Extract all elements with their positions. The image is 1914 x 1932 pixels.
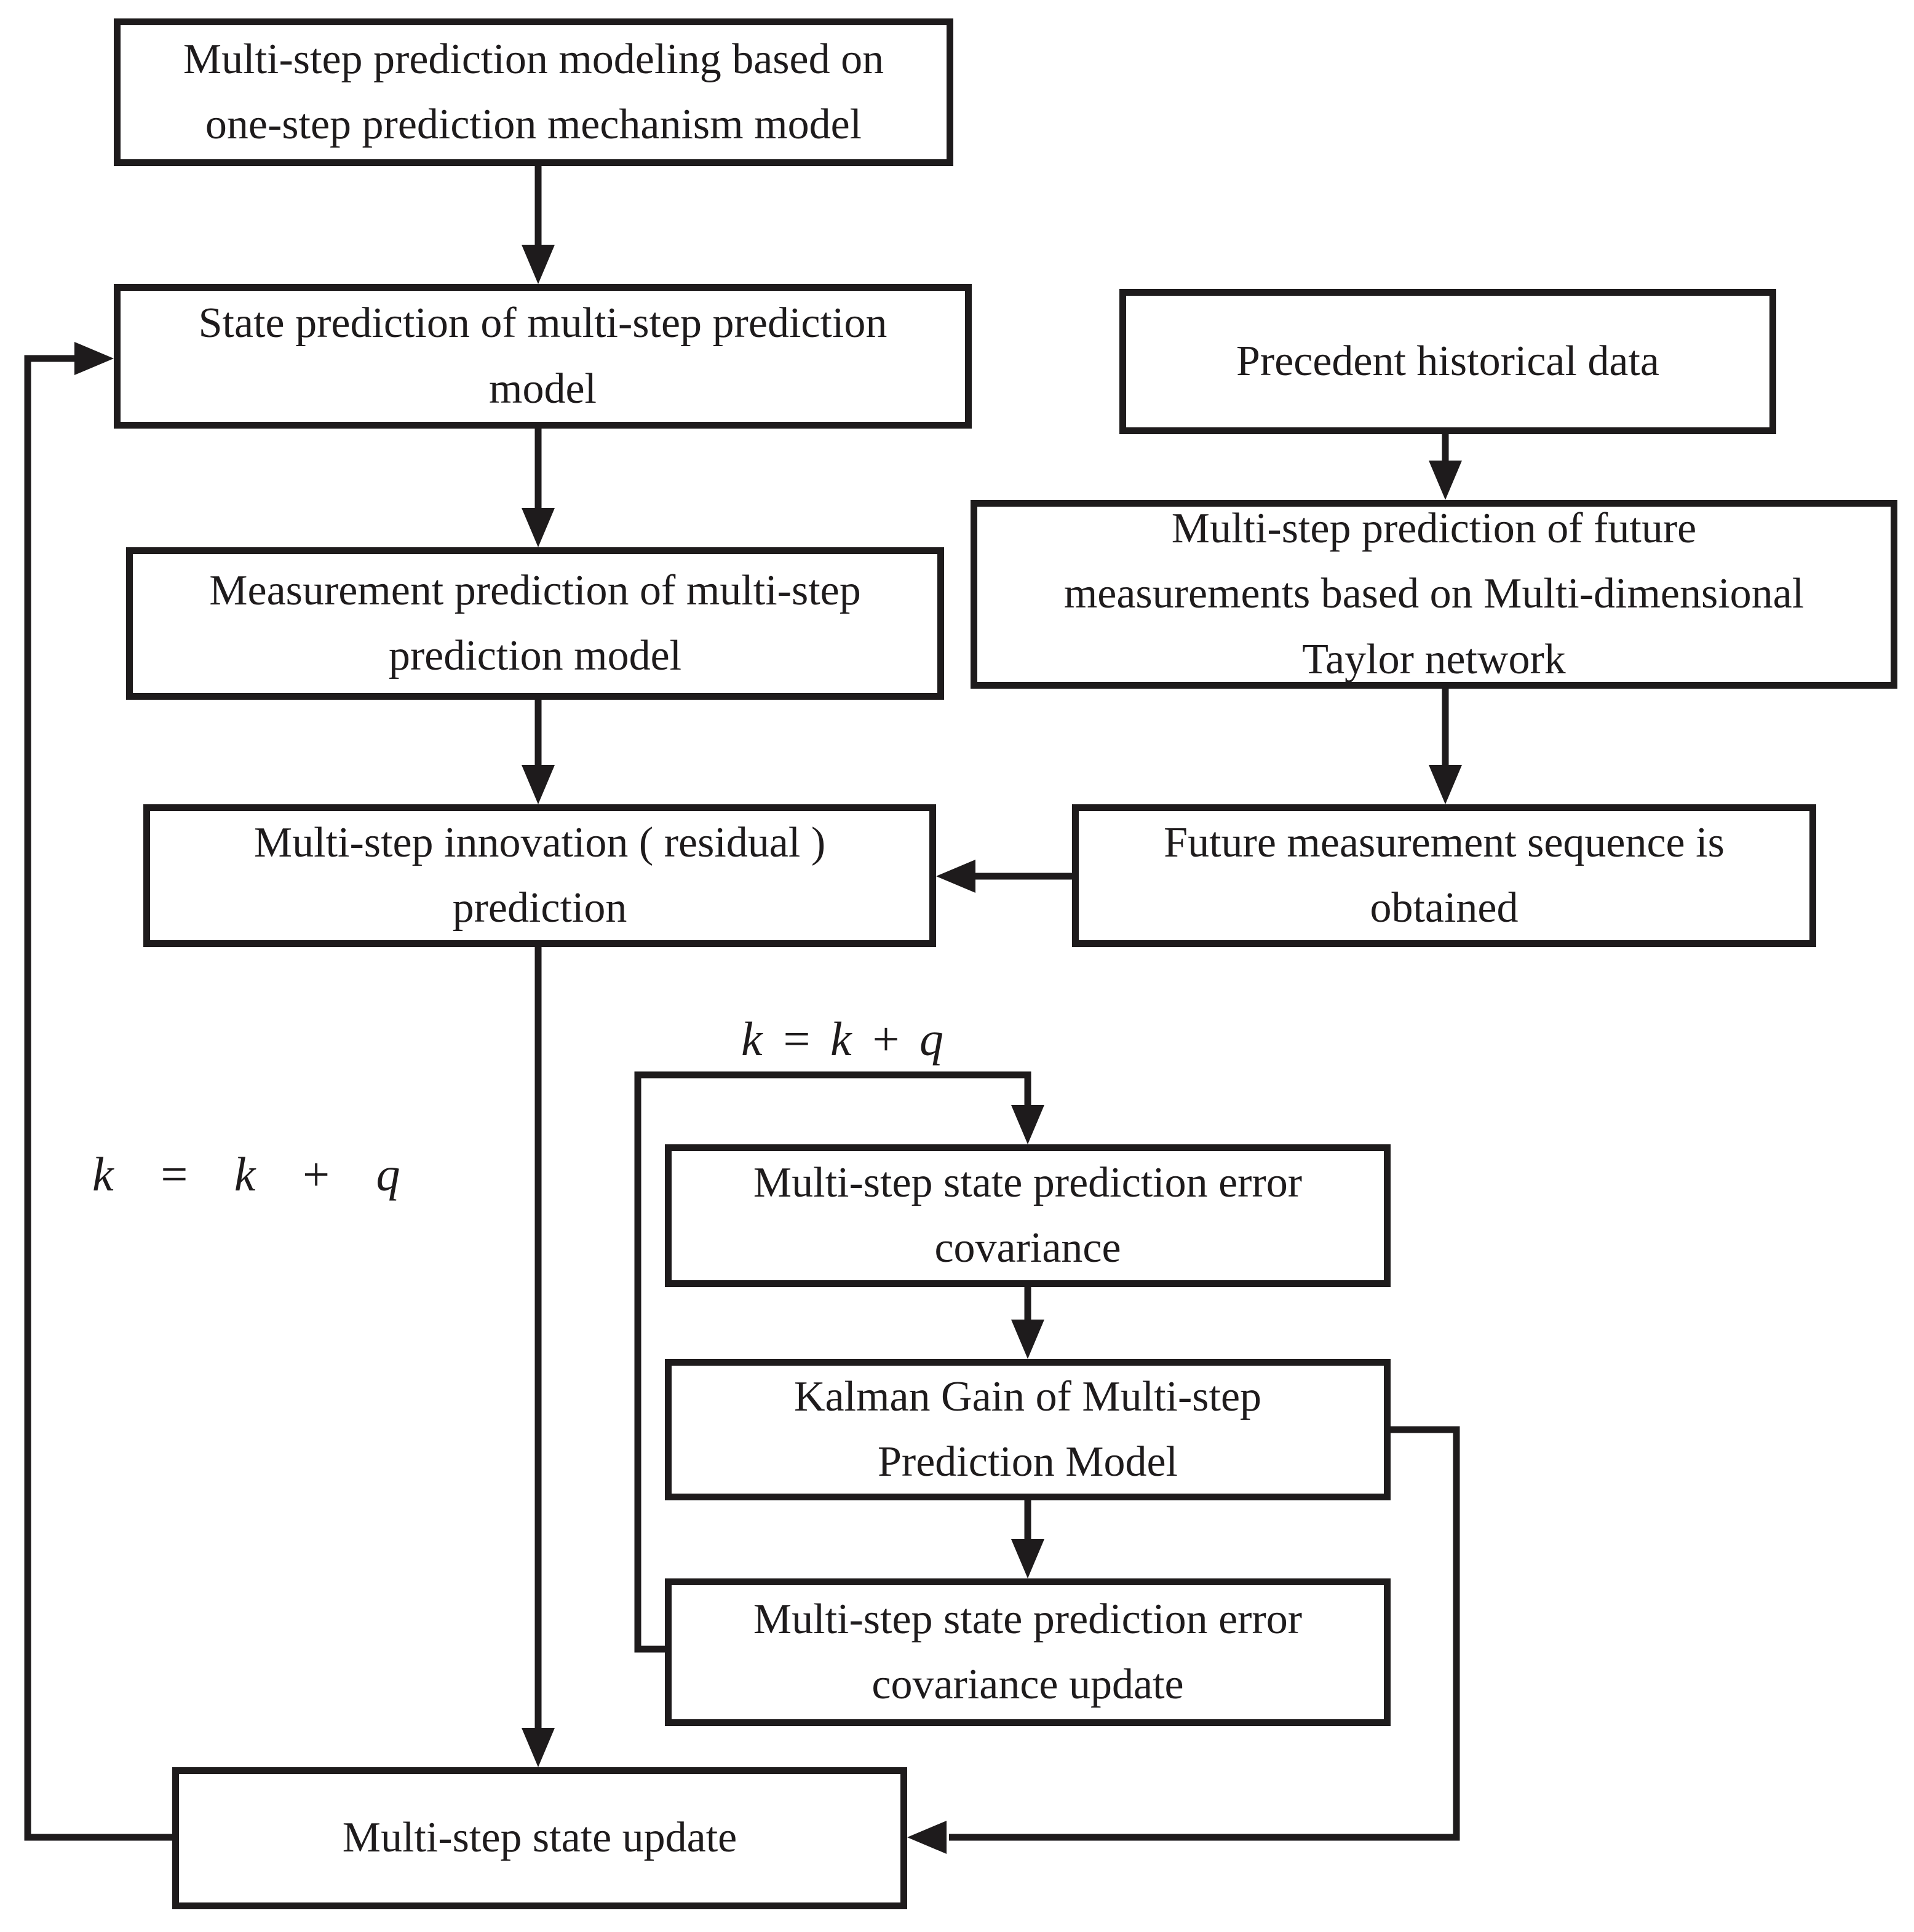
box-precedent-historical-data: Precedent historical data — [1119, 289, 1776, 434]
arrow-innovation-to-state-update — [522, 946, 555, 1767]
box-label-line: Kalman Gain of Multi-step — [793, 1372, 1262, 1420]
box-label-line: Measurement prediction of multi-step — [209, 566, 861, 614]
box-label-line: Multi-step prediction of future — [1171, 504, 1697, 552]
box-label-line: Multi-step state prediction error — [753, 1595, 1303, 1643]
box-label-line: Precedent historical data — [1236, 337, 1660, 385]
box-taylor-network-prediction: Multi-step prediction of future measurem… — [971, 500, 1897, 689]
box-label-line: Taylor network — [1302, 635, 1566, 683]
box-label-line: Prediction Model — [878, 1438, 1178, 1486]
loop-covariance-update-to-covariance — [634, 1071, 1044, 1653]
arrow-covariance-to-kalman — [1011, 1286, 1044, 1359]
box-label-line: one-step prediction mechanism model — [205, 101, 862, 148]
loop-increment-label-left: k = k + q — [92, 1147, 403, 1201]
box-kalman-gain: Kalman Gain of Multi-step Prediction Mod… — [665, 1359, 1391, 1500]
arrow-kalman-to-covariance-update — [1011, 1499, 1044, 1578]
box-label-line: Multi-step innovation ( residual ) — [253, 818, 826, 866]
box-prediction-error-covariance: Multi-step state prediction error covari… — [665, 1144, 1391, 1287]
box-innovation: Multi-step innovation ( residual ) predi… — [143, 804, 936, 947]
box-label-line: measurements based on Multi-dimensional — [1063, 570, 1805, 618]
box-label-line: Multi-step state prediction error — [753, 1158, 1303, 1206]
arrow-historical-to-mtn — [1429, 433, 1462, 500]
box-state-prediction: State prediction of multi-step predictio… — [114, 284, 972, 429]
box-covariance-update: Multi-step state prediction error covari… — [665, 1578, 1391, 1726]
box-label-line: Future measurement sequence is — [1164, 818, 1725, 866]
loop-kalman-to-state-update — [907, 1426, 1460, 1854]
box-label-line: model — [489, 365, 597, 413]
box-label-line: prediction model — [388, 632, 682, 679]
arrow-modeling-to-state-prediction — [522, 164, 555, 284]
arrow-mtn-to-future-sequence — [1429, 687, 1462, 804]
box-future-measurement-sequence: Future measurement sequence is obtained — [1072, 804, 1816, 947]
arrow-future-sequence-to-innovation — [936, 860, 1072, 893]
box-modeling: Multi-step prediction modeling based on … — [114, 18, 953, 166]
box-label-line: State prediction of multi-step predictio… — [198, 299, 888, 347]
arrow-measurement-to-innovation — [522, 700, 555, 804]
box-label-line: Multi-step prediction modeling based on — [183, 35, 884, 83]
loop-state-update-to-state-prediction — [24, 342, 175, 1841]
box-state-update: Multi-step state update — [172, 1767, 907, 1909]
box-label-line: covariance update — [872, 1661, 1184, 1708]
box-label-line: obtained — [1370, 884, 1519, 932]
box-label-line: Multi-step state update — [342, 1814, 737, 1862]
box-measurement-prediction: Measurement prediction of multi-step pre… — [126, 547, 944, 700]
arrow-state-to-measurement — [522, 427, 555, 547]
box-label-line: prediction — [452, 884, 627, 932]
box-label-line: covariance — [934, 1224, 1121, 1272]
loop-increment-label-top: k = k + q — [741, 1012, 943, 1066]
